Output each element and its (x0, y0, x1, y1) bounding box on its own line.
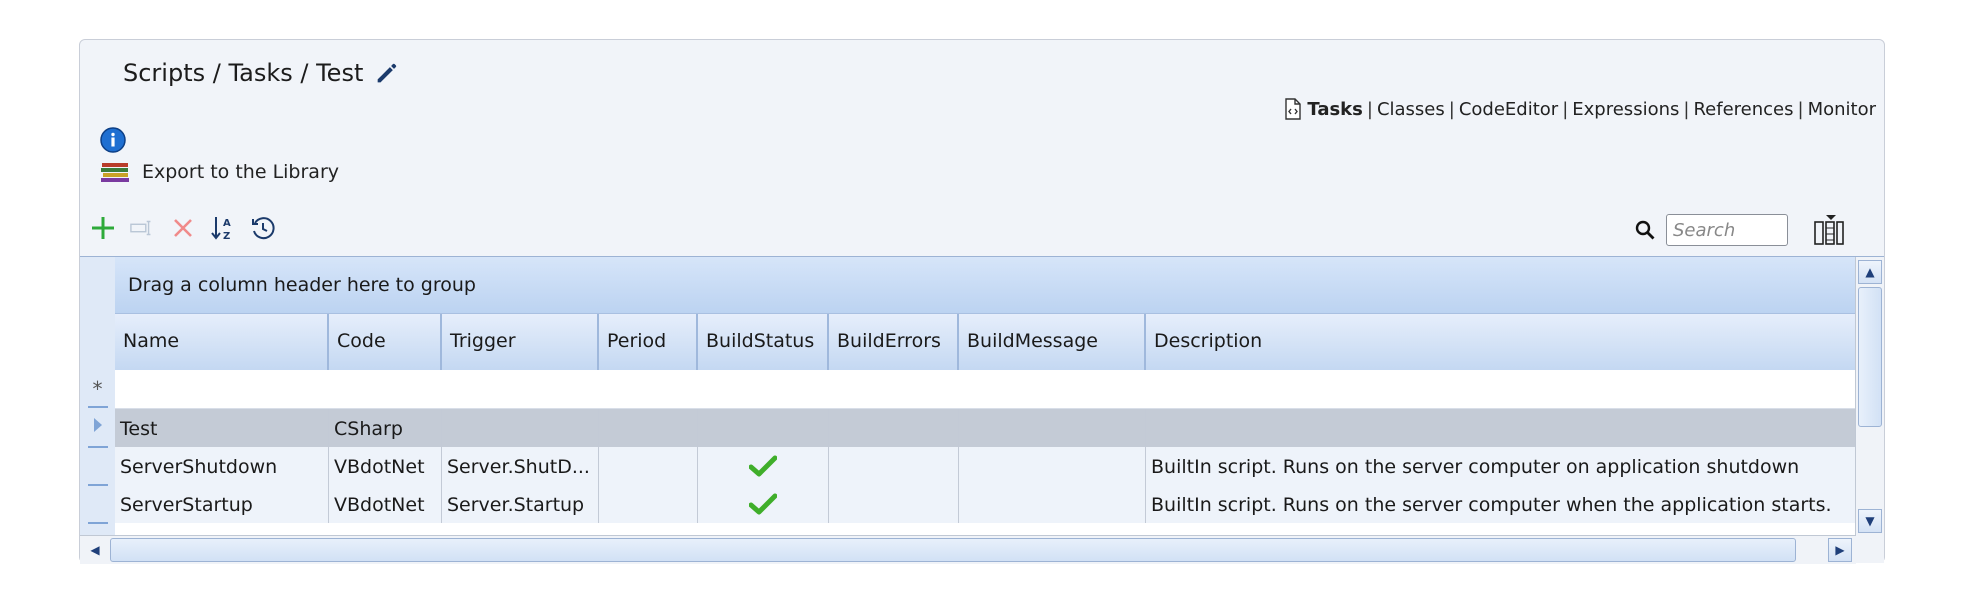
table-row[interactable]: Test CSharp (115, 409, 1856, 447)
section-nav: Tasks | Classes | CodeEditor | Expressio… (1283, 98, 1876, 120)
cell-builderrors (829, 447, 959, 485)
cell-name: ServerStartup (115, 485, 329, 523)
vertical-scrollbar[interactable]: ▲ ▼ (1855, 257, 1884, 535)
cell-period (599, 409, 698, 447)
nav-separator: | (1366, 98, 1373, 120)
scroll-down-button[interactable]: ▼ (1858, 509, 1882, 533)
cell-builderrors (829, 485, 959, 523)
cell-trigger (442, 409, 599, 447)
scroll-up-button[interactable]: ▲ (1858, 260, 1882, 284)
close-icon (174, 219, 192, 237)
column-header-name[interactable]: Name (115, 314, 329, 370)
row-divider (88, 484, 108, 486)
cell-buildstatus (698, 485, 829, 523)
cell-buildmessage (959, 485, 1146, 523)
add-button[interactable] (90, 215, 116, 241)
export-label: Export to the Library (142, 161, 340, 183)
nav-separator: | (1797, 98, 1804, 120)
nav-separator: | (1448, 98, 1455, 120)
export-to-library-button[interactable]: Export to the Library (100, 161, 339, 183)
cell-description: BuiltIn script. Runs on the server compu… (1151, 494, 1832, 516)
breadcrumb-text: Scripts / Tasks / Test (123, 59, 364, 87)
breadcrumb: Scripts / Tasks / Test (123, 59, 401, 87)
nav-tasks[interactable]: Tasks (1307, 98, 1363, 120)
delete-button[interactable] (170, 215, 196, 241)
cell-trigger: Server.Startup (442, 485, 599, 523)
new-row[interactable] (115, 370, 1856, 409)
group-panel[interactable]: Drag a column header here to group (115, 257, 1856, 313)
checkmark-icon (749, 493, 777, 515)
cell-description (1146, 409, 1856, 447)
new-row-marker: * (92, 377, 103, 401)
nav-codeeditor[interactable]: CodeEditor (1458, 98, 1559, 120)
plus-icon (92, 217, 114, 239)
nav-references[interactable]: References (1693, 98, 1794, 120)
vertical-scroll-thumb[interactable] (1858, 287, 1882, 427)
table-row[interactable]: ServerShutdown VBdotNet Server.ShutD... … (115, 447, 1856, 485)
nav-separator: | (1562, 98, 1569, 120)
code-file-icon (1285, 98, 1302, 120)
library-books-icon (101, 163, 129, 182)
row-header-column: * (80, 257, 115, 535)
sort-az-icon: A Z (211, 217, 231, 242)
scrollbar-corner (1856, 535, 1884, 563)
scroll-right-button[interactable]: ▶ (1828, 538, 1852, 562)
column-header-period[interactable]: Period (599, 314, 698, 370)
cell-buildmessage (959, 447, 1146, 485)
script-panel: Scripts / Tasks / Test Tasks | Classes |… (79, 39, 1885, 564)
column-header-buildstatus[interactable]: BuildStatus (698, 314, 829, 370)
cell-buildstatus (698, 447, 829, 485)
svg-text:Z: Z (223, 231, 230, 242)
grid-toolbar: A Z (90, 215, 276, 242)
cell-buildstatus (698, 409, 829, 447)
cell-period (599, 485, 698, 523)
nav-monitor[interactable]: Monitor (1807, 98, 1876, 120)
edit-pencil-icon[interactable] (373, 59, 401, 87)
cell-code: VBdotNet (329, 447, 442, 485)
cell-period (599, 447, 698, 485)
row-divider (88, 406, 108, 408)
search-icon (1635, 220, 1655, 240)
cell-builderrors (829, 409, 959, 447)
history-button[interactable] (250, 215, 276, 241)
info-icon[interactable] (100, 127, 126, 153)
column-header-code[interactable]: Code (329, 314, 442, 370)
row-divider (88, 446, 108, 448)
search-area (1634, 213, 1846, 247)
column-header-buildmessage[interactable]: BuildMessage (959, 314, 1146, 370)
svg-text:A: A (223, 218, 231, 229)
rename-button[interactable] (130, 215, 156, 241)
nav-separator: | (1683, 98, 1690, 120)
panel-header: Scripts / Tasks / Test Tasks | Classes |… (80, 40, 1884, 122)
column-header-description[interactable]: Description (1154, 330, 1263, 352)
cell-description: BuiltIn script. Runs on the server compu… (1151, 456, 1800, 478)
tasks-grid: * Drag a column header here to group Nam… (80, 256, 1884, 564)
cell-code: VBdotNet (329, 485, 442, 523)
cell-code: CSharp (329, 409, 442, 447)
column-header-row: Name Code Trigger Period BuildStatus Bui… (115, 313, 1856, 371)
rename-icon (130, 220, 151, 236)
horizontal-scroll-thumb[interactable] (110, 538, 1796, 562)
nav-classes[interactable]: Classes (1376, 98, 1445, 120)
current-row-arrow-icon (94, 418, 102, 432)
column-header-trigger[interactable]: Trigger (442, 314, 599, 370)
history-icon (252, 217, 275, 240)
cell-name: Test (115, 409, 329, 447)
cell-buildmessage (959, 409, 1146, 447)
checkmark-icon (749, 455, 777, 477)
horizontal-scrollbar[interactable]: ◀ ▶ (80, 535, 1856, 564)
scroll-left-button[interactable]: ◀ (90, 543, 100, 557)
row-divider (88, 522, 108, 524)
column-header-builderrors[interactable]: BuildErrors (829, 314, 959, 370)
nav-expressions[interactable]: Expressions (1572, 98, 1680, 120)
column-chooser-icon[interactable] (1812, 213, 1846, 247)
group-hint: Drag a column header here to group (128, 274, 476, 296)
search-input[interactable] (1666, 214, 1788, 246)
table-row[interactable]: ServerStartup VBdotNet Server.Startup Bu… (115, 485, 1856, 523)
sort-button[interactable]: A Z (210, 215, 236, 242)
cell-trigger: Server.ShutD... (442, 447, 599, 485)
cell-name: ServerShutdown (115, 447, 329, 485)
